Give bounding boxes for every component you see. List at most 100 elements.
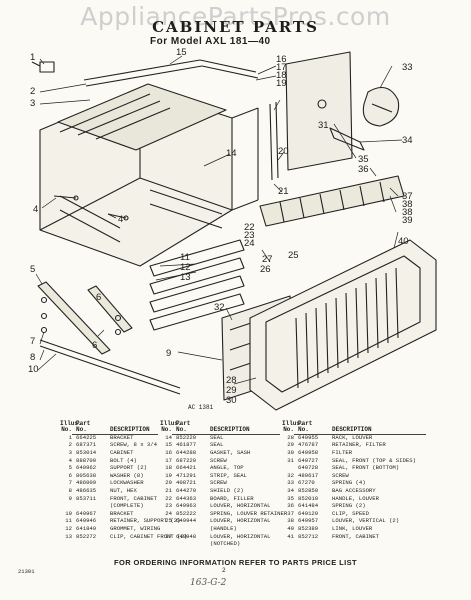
part-description: SCREW xyxy=(210,479,227,487)
callout: 14 xyxy=(226,148,237,159)
illus-number: 23 xyxy=(165,502,172,510)
part-number: 644270 xyxy=(176,486,197,494)
part-number: 649129 xyxy=(298,509,319,517)
part-number: 852010 xyxy=(298,494,319,502)
illus-number: 41 xyxy=(287,532,294,540)
part-number: 489617 xyxy=(298,471,319,479)
callout: 32 xyxy=(214,302,225,313)
callout: 20 xyxy=(278,146,289,157)
part-description: SHIELD (2) xyxy=(210,486,244,494)
page-title: CABINET PARTS xyxy=(152,18,319,36)
illus-number: 4 xyxy=(68,456,72,464)
illus-number: 17 xyxy=(165,456,172,464)
table-divider xyxy=(172,434,280,435)
part-description: BRACKET xyxy=(110,433,134,441)
illus-number: 18 xyxy=(165,464,172,472)
table-row: (NOTCHED) xyxy=(160,540,287,548)
part-description: STRIP, SEAL xyxy=(210,471,247,479)
part-description: (NOTCHED) xyxy=(210,540,241,548)
part-number: 461877 xyxy=(176,441,197,449)
callout: 16 xyxy=(276,54,287,65)
part-number: 687371 xyxy=(76,441,97,449)
illus-number: 36 xyxy=(287,502,294,510)
callout: 10 xyxy=(28,364,39,375)
part-number: 641849 xyxy=(76,524,97,532)
part-description: SCREW, 8 x 3/4 xyxy=(110,441,157,449)
part-description: ANGLE, TOP xyxy=(210,464,244,472)
illus-number: 38 xyxy=(287,517,294,525)
part-description: LOUVER, HORIZONTAL xyxy=(210,502,271,510)
illus-number: 16 xyxy=(165,449,172,456)
illus-number: 20 xyxy=(165,479,172,487)
callout: 18 xyxy=(276,70,287,81)
illus-number: 29 xyxy=(287,441,294,449)
callout: 13 xyxy=(180,272,191,283)
part-number: 888700 xyxy=(76,456,97,464)
callout: 12 xyxy=(180,262,191,273)
illus-number: 34 xyxy=(287,486,294,494)
leader-lines xyxy=(35,55,403,385)
part-description: CLIP, SPEED xyxy=(332,509,369,517)
callout: 29 xyxy=(226,385,237,396)
part-description: SEAL xyxy=(210,433,224,441)
illus-number: 33 xyxy=(287,479,294,487)
table-divider xyxy=(294,434,426,435)
figure-code: AC 1381 xyxy=(188,404,214,411)
illus-number xyxy=(160,525,172,533)
illus-number: 12 xyxy=(65,524,72,532)
illus-number xyxy=(60,502,72,510)
part-number: 664225 xyxy=(76,433,97,441)
callout: 33 xyxy=(402,62,413,73)
part-description: BAG ACCESSORY xyxy=(332,486,376,494)
shield-panel xyxy=(269,51,353,181)
top-angle-strip xyxy=(83,59,259,87)
callout: 37 xyxy=(402,191,413,202)
callout: 31 xyxy=(318,120,329,131)
part-number: 641484 xyxy=(298,502,319,510)
callout: 17 xyxy=(276,62,287,73)
illus-number: 27 xyxy=(165,532,172,540)
callout: 36 xyxy=(358,164,369,175)
part-number: 853014 xyxy=(76,449,97,456)
callout: 7 xyxy=(30,336,35,347)
part-number: 649958 xyxy=(298,449,319,456)
louver-handle xyxy=(329,127,365,151)
part-number xyxy=(172,540,210,548)
part-description: LOCKWASHER xyxy=(110,479,144,487)
callout: 34 xyxy=(402,135,413,146)
illus-number: 32 xyxy=(287,471,294,479)
table-row: (HANDLE) xyxy=(160,525,287,533)
callout: 26 xyxy=(260,264,271,275)
part-number: 649728 xyxy=(298,464,319,472)
part-description: FRONT, CABINET xyxy=(332,532,379,540)
illus-number: 37 xyxy=(287,509,294,517)
part-description: (COMPLETE) xyxy=(110,502,144,510)
part-number: 852222 xyxy=(176,509,197,517)
callout: 4 xyxy=(33,204,38,215)
part-number: 649946 xyxy=(76,517,97,525)
callout: 38 xyxy=(402,199,413,210)
part-description: LOUVER, VERTICAL (2) xyxy=(332,517,400,525)
part-description: (HANDLE) xyxy=(210,524,237,532)
callout: 35 xyxy=(358,154,369,165)
table-row: (COMPLETE) xyxy=(60,502,187,510)
document-code: 21301 xyxy=(18,568,35,575)
illus-number: 19 xyxy=(165,471,172,479)
callout: 15 xyxy=(176,47,187,58)
illus-number xyxy=(160,540,172,548)
part-number: 852220 xyxy=(176,433,197,441)
